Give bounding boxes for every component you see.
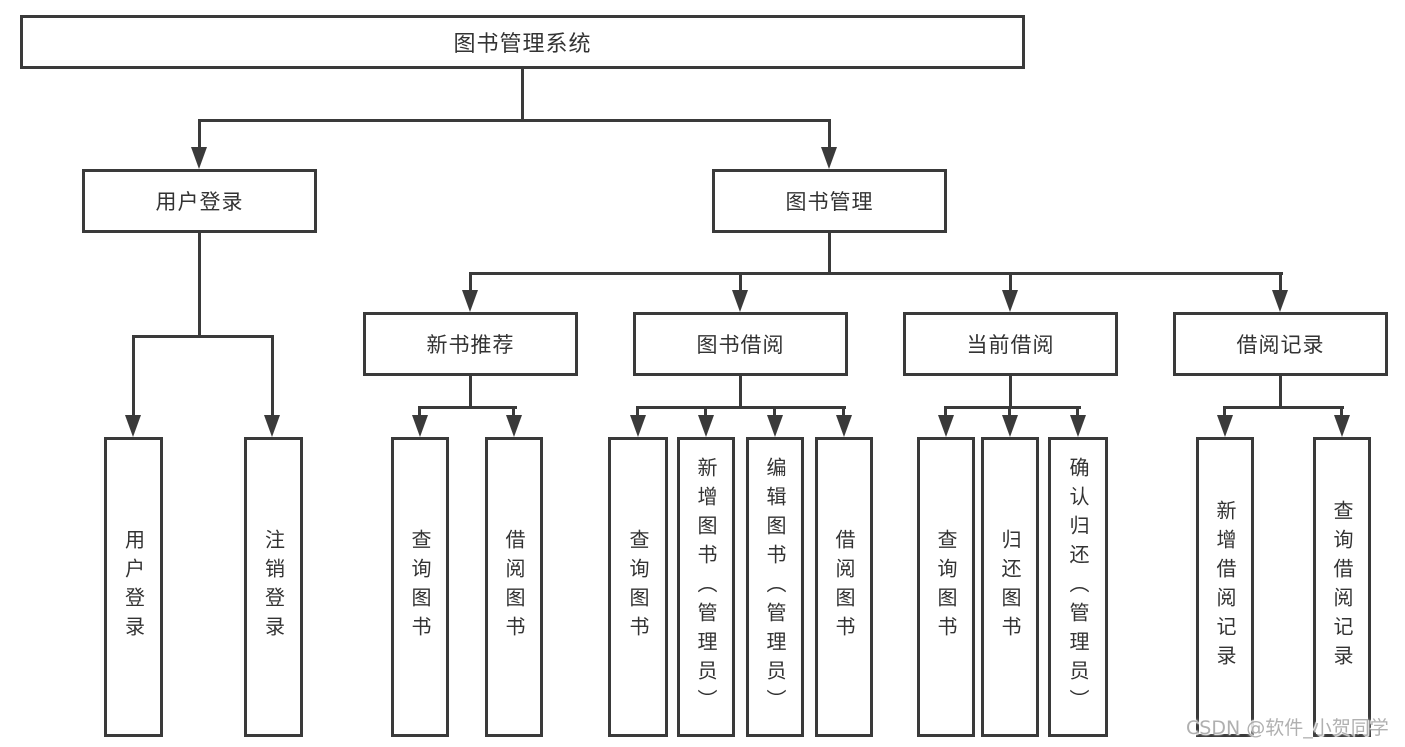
arrowhead-bb-add <box>698 415 714 437</box>
node-borrow-record: 借阅记录 <box>1173 312 1388 376</box>
connector-new-book-rec-stub <box>469 374 472 409</box>
node-user-login-label: 用户登录 <box>155 190 244 214</box>
connector-drop-bb-edit <box>773 406 776 418</box>
arrowhead-bb-borrow <box>836 415 852 437</box>
leaf-bb-query-books: 查询图书 <box>608 437 668 737</box>
connector-book-borrow-split <box>636 406 846 409</box>
arrowhead-cb-query <box>938 415 954 437</box>
node-new-book-rec-label: 新书推荐 <box>426 333 515 357</box>
arrowhead-cb-confirm <box>1070 415 1086 437</box>
arrowhead-user-login <box>191 147 207 169</box>
connector-new-book-rec-split <box>418 406 517 409</box>
arrowhead-nb-query <box>412 415 428 437</box>
arrowhead-current-borrow <box>1002 290 1018 312</box>
node-new-book-rec: 新书推荐 <box>363 312 578 376</box>
connector-drop-ul-login <box>132 335 135 418</box>
connector-drop-cb-query <box>944 406 947 418</box>
leaf-cb-return-books: 归还图书 <box>981 437 1039 737</box>
leaf-br-add-record: 新增借阅记录 <box>1196 437 1254 737</box>
connector-root-stub <box>521 68 524 122</box>
connector-book-mgmt-stub <box>828 231 831 274</box>
leaf-cb-confirm-return: 确认归还（管理员） <box>1048 437 1108 737</box>
leaf-user-login-label: 用户登录 <box>121 529 146 645</box>
connector-drop-cb-confirm <box>1076 406 1079 418</box>
connector-level2-split <box>198 119 831 122</box>
leaf-cb-query-books-label: 查询图书 <box>934 529 958 645</box>
leaf-bb-borrow-books: 借阅图书 <box>815 437 873 737</box>
leaf-bb-edit-books: 编辑图书（管理员） <box>746 437 804 737</box>
connector-drop-nb-borrow <box>512 406 515 418</box>
leaf-logout: 注销登录 <box>244 437 303 737</box>
node-book-borrow: 图书借阅 <box>633 312 848 376</box>
arrowhead-nb-borrow <box>506 415 522 437</box>
leaf-cb-confirm-return-label: 确认归还（管理员） <box>1066 456 1090 718</box>
leaf-bb-add-books-label: 新增图书（管理员） <box>694 456 718 718</box>
connector-drop-br-add <box>1223 406 1226 418</box>
leaf-nb-borrow-books: 借阅图书 <box>485 437 543 737</box>
leaf-nb-borrow-books-label: 借阅图书 <box>502 529 526 645</box>
connector-user-login-stub <box>198 231 201 338</box>
node-current-borrow: 当前借阅 <box>903 312 1118 376</box>
arrowhead-ul-login <box>125 415 141 437</box>
leaf-bb-edit-books-label: 编辑图书（管理员） <box>763 456 787 718</box>
arrowhead-bb-query <box>630 415 646 437</box>
node-book-mgmt: 图书管理 <box>712 169 947 233</box>
arrowhead-cb-return <box>1002 415 1018 437</box>
connector-drop-new-book-rec <box>469 272 472 293</box>
arrowhead-br-query <box>1334 415 1350 437</box>
connector-drop-bb-query <box>636 406 639 418</box>
node-user-login: 用户登录 <box>82 169 317 233</box>
node-borrow-record-label: 借阅记录 <box>1236 333 1325 357</box>
leaf-nb-query-books: 查询图书 <box>391 437 449 737</box>
arrowhead-new-book-rec <box>462 290 478 312</box>
node-root: 图书管理系统 <box>20 15 1025 69</box>
node-root-label: 图书管理系统 <box>453 32 592 57</box>
leaf-logout-label: 注销登录 <box>261 529 286 645</box>
connector-drop-bb-add <box>704 406 707 418</box>
arrowhead-book-mgmt <box>821 147 837 169</box>
connector-current-borrow-split <box>944 406 1081 409</box>
node-book-mgmt-label: 图书管理 <box>785 190 874 214</box>
leaf-user-login: 用户登录 <box>104 437 163 737</box>
arrowhead-br-add <box>1217 415 1233 437</box>
leaf-cb-return-books-label: 归还图书 <box>998 529 1022 645</box>
arrowhead-book-borrow <box>732 290 748 312</box>
connector-drop-nb-query <box>418 406 421 418</box>
connector-drop-ul-logout <box>271 335 274 418</box>
leaf-nb-query-books-label: 查询图书 <box>408 529 432 645</box>
connector-drop-user-login <box>198 119 201 151</box>
connector-drop-br-query <box>1340 406 1343 418</box>
leaf-bb-query-books-label: 查询图书 <box>626 529 650 645</box>
connector-current-borrow-stub <box>1009 374 1012 409</box>
leaf-br-query-record: 查询借阅记录 <box>1313 437 1371 737</box>
arrowhead-ul-logout <box>264 415 280 437</box>
connector-drop-book-mgmt <box>828 119 831 151</box>
connector-drop-bb-borrow <box>842 406 845 418</box>
connector-borrow-record-stub <box>1279 374 1282 409</box>
connector-book-borrow-stub <box>739 374 742 409</box>
connector-user-login-split <box>132 335 274 338</box>
leaf-br-add-record-label: 新增借阅记录 <box>1213 500 1237 674</box>
connector-drop-borrow-record <box>1279 272 1282 293</box>
csdn-watermark: CSDN @软件_小贺同学 <box>1186 717 1389 739</box>
connector-level3-split <box>469 272 1283 275</box>
connector-drop-book-borrow <box>739 272 742 293</box>
leaf-br-query-record-label: 查询借阅记录 <box>1330 500 1354 674</box>
connector-drop-current-borrow <box>1009 272 1012 293</box>
node-current-borrow-label: 当前借阅 <box>966 333 1055 357</box>
leaf-bb-add-books: 新增图书（管理员） <box>677 437 735 737</box>
connector-drop-cb-return <box>1008 406 1011 418</box>
connector-borrow-record-split <box>1223 406 1344 409</box>
leaf-bb-borrow-books-label: 借阅图书 <box>832 529 856 645</box>
leaf-cb-query-books: 查询图书 <box>917 437 975 737</box>
node-book-borrow-label: 图书借阅 <box>696 333 785 357</box>
arrowhead-bb-edit <box>767 415 783 437</box>
arrowhead-borrow-record <box>1272 290 1288 312</box>
